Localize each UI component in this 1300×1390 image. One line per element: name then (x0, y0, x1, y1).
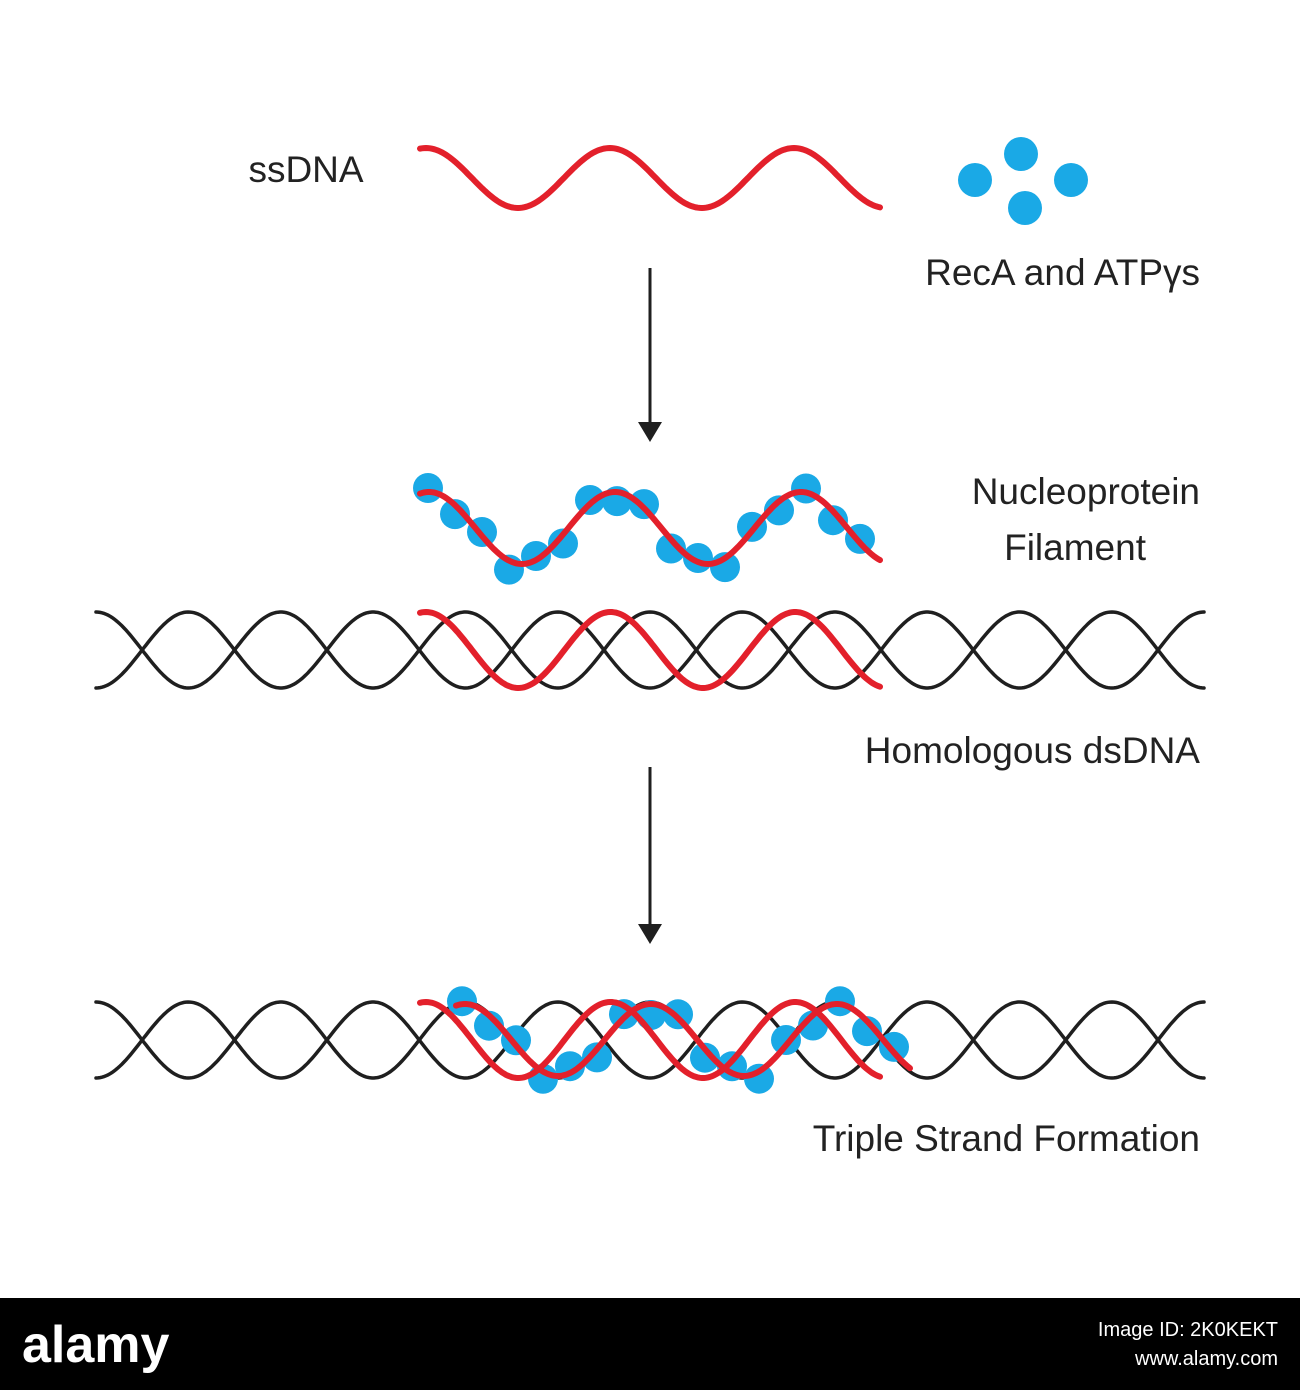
reca-protein-dot (548, 528, 578, 559)
reca-protein-dot (413, 473, 443, 503)
reca-protein-dot (818, 505, 848, 536)
reca-label: RecA and ATPγs (925, 252, 1200, 293)
ssdna-label: ssDNA (248, 149, 363, 190)
invading-red-strand (453, 1001, 913, 1080)
reca-protein-dot (852, 1016, 882, 1047)
reca-proteins (958, 137, 1088, 225)
footer-bar (0, 1298, 1300, 1390)
reca-protein-dot (1008, 191, 1042, 225)
alamy-logo: alamy (22, 1316, 170, 1374)
filament-label-line2: Filament (1004, 527, 1147, 568)
dsdna-strand-a (94, 1000, 1206, 1080)
reca-protein-dot (582, 1042, 612, 1073)
reca-protein-dot (440, 499, 470, 530)
reca-protein-dot (1054, 163, 1088, 197)
down-arrow (638, 268, 662, 442)
dsdna-strand-a (94, 610, 1206, 690)
reca-protein-dot (744, 1063, 774, 1094)
reca-protein-dot (690, 1042, 720, 1073)
displaced-red-strand (417, 998, 883, 1082)
filament-strand (417, 489, 883, 568)
reca-protein-dot (1004, 137, 1038, 171)
reca-protein-dot (656, 533, 686, 564)
reca-protein-dot (958, 163, 992, 197)
ssdna-strand (417, 144, 883, 212)
dsdna-strand-b (94, 610, 1206, 690)
site-url-text: www.alamy.com (1134, 1348, 1278, 1370)
triple-label: Triple Strand Formation (813, 1118, 1200, 1159)
dsdna-helix (94, 610, 1206, 690)
homologous-ssdna-strand (417, 608, 883, 692)
triple-red-strands (417, 998, 913, 1082)
reca-protein-dot (764, 495, 794, 526)
homologous-ssdna-strand (417, 608, 883, 692)
reca-protein-dot (474, 1010, 504, 1041)
image-id-text: Image ID: 2K0KEKT (1098, 1319, 1278, 1341)
dsdna-label: Homologous dsDNA (865, 730, 1201, 771)
down-arrow (638, 767, 662, 944)
filament-label-line1: Nucleoprotein (972, 471, 1200, 512)
alamy-logo-text: alamy (22, 1316, 170, 1374)
